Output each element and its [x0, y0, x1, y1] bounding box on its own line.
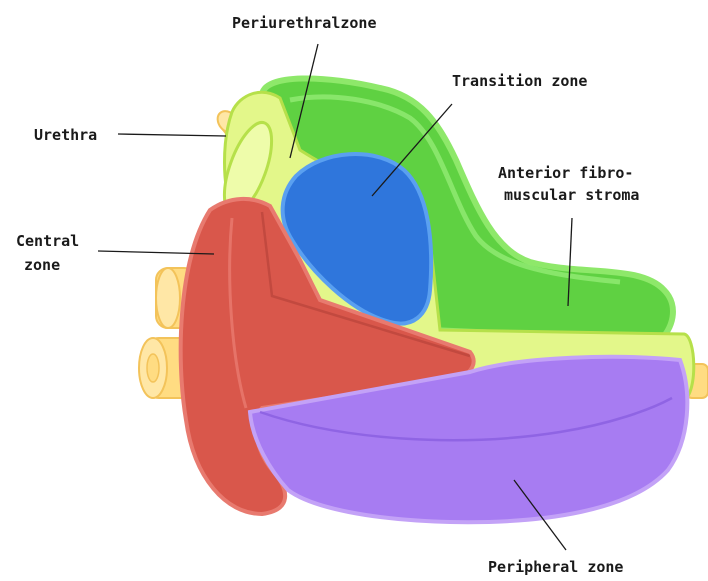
label-urethra: Urethra — [34, 126, 97, 144]
label-central-zone-line1: Central — [16, 232, 79, 250]
label-anterior-stroma-line1: Anterior fibro- — [498, 164, 633, 182]
label-periurethral-zone: Periurethralzone — [232, 14, 377, 32]
label-central-zone-line2: zone — [24, 256, 60, 274]
label-transition-zone: Transition zone — [452, 72, 587, 90]
label-anterior-stroma-line2: muscular stroma — [504, 186, 639, 204]
label-peripheral-zone: Peripheral zone — [488, 558, 623, 576]
